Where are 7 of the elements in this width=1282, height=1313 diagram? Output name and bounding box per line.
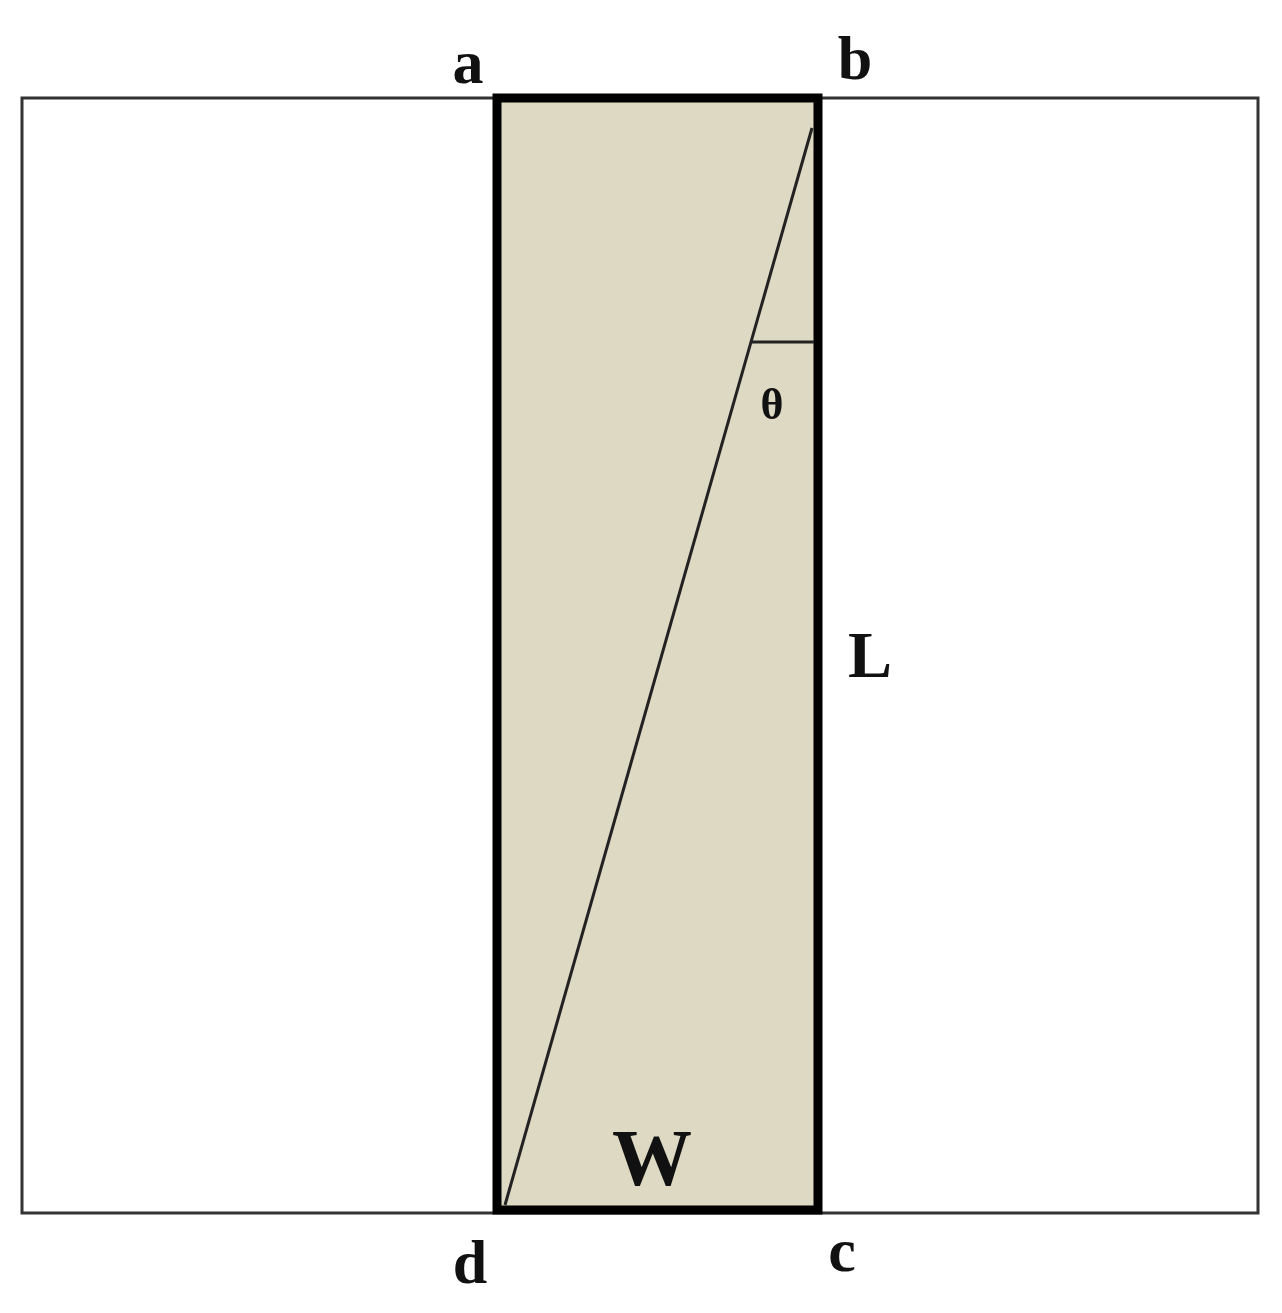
vertex-label: b	[837, 27, 873, 89]
dimension-label: L	[848, 622, 892, 688]
vertex-label: a	[452, 31, 484, 93]
dimension-label: W	[612, 1118, 692, 1198]
angle-label: θ	[760, 383, 784, 427]
vertex-label: d	[452, 1231, 488, 1293]
vertex-label: c	[828, 1219, 856, 1281]
